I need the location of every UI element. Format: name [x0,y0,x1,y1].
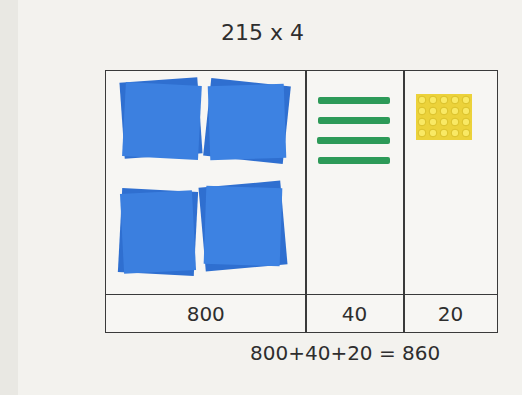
mat [105,70,498,333]
product-value: 20 [404,294,497,332]
unit-cubes [416,94,472,140]
column-cell: 40 [305,70,405,333]
hundred-flats [118,77,291,276]
product-value: 800 [106,294,306,332]
paper [18,0,522,395]
sum-equation: 800+40+20 = 860 [250,341,440,365]
title: 215 x 4 [221,20,304,45]
column-cell: 20 [403,70,498,333]
column-cell: 800 [105,70,307,333]
product-value: 40 [306,294,404,332]
ten-rods [317,97,390,164]
